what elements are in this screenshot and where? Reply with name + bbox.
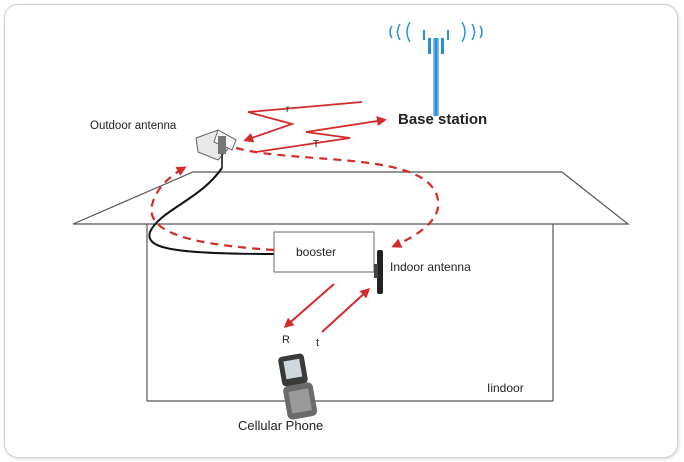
signal-R-label: R [282, 334, 290, 346]
diagram-frame [4, 4, 678, 458]
signal-up-arrow [321, 287, 371, 333]
house-outline [72, 171, 630, 402]
signal-t-label: T [313, 139, 319, 150]
signal-t-lower-label: t [316, 337, 319, 349]
booster-label: booster [296, 245, 336, 259]
mobile-phone-icon [278, 353, 318, 420]
indoor-antenna-label: Indoor antenna [390, 260, 471, 274]
signal-down-arrow [283, 283, 335, 328]
outdoor-antenna-label: Outdoor antenna [90, 120, 177, 132]
signal-loop-right [235, 146, 440, 248]
indoor-label: Iindoor [487, 381, 524, 395]
coax-cable [148, 167, 275, 255]
signal-loop-left [150, 166, 275, 252]
booster-box [273, 231, 375, 273]
signal-r-zigzag [243, 101, 363, 143]
outdoor-antenna-icon [195, 129, 237, 168]
indoor-antenna-icon [374, 250, 383, 294]
cellular-phone-label: Cellular Phone [238, 418, 323, 433]
signal-r-label: r [286, 104, 290, 115]
base-station-label: Base station [398, 111, 487, 128]
cell-tower-icon [389, 21, 483, 116]
signal-t-zigzag [255, 116, 387, 153]
